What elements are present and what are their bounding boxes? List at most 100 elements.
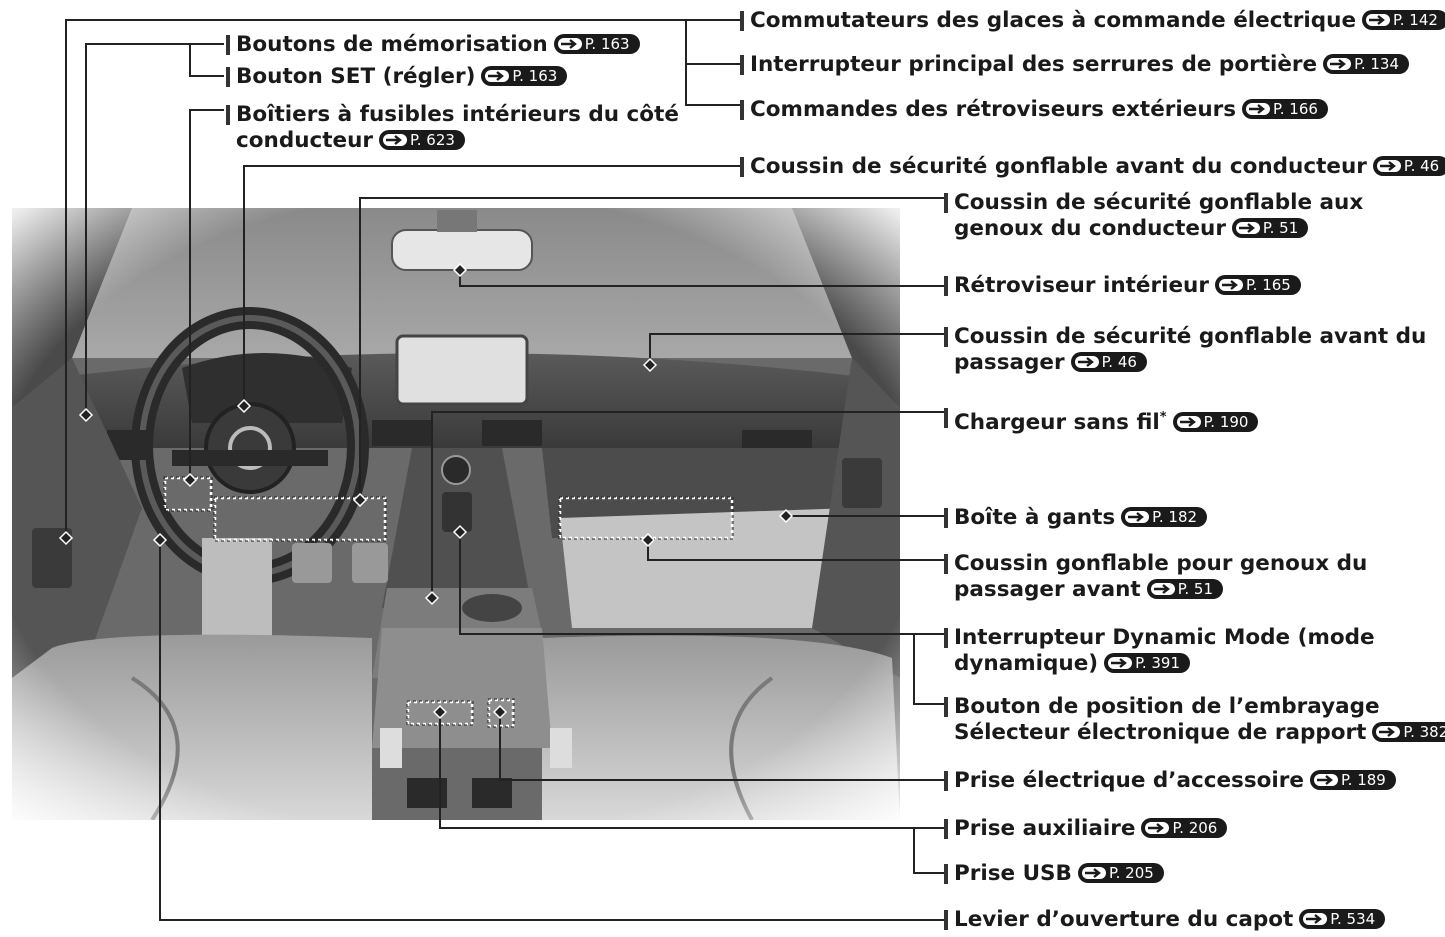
callout-text: Bouton SET (régler): [236, 64, 476, 89]
page-ref[interactable]: P. 382: [1372, 722, 1445, 742]
callout-text: Commandes des rétroviseurs extérieurs: [750, 97, 1237, 122]
page-ref[interactable]: P. 189: [1309, 770, 1396, 790]
page-ref-text: P. 51: [1177, 580, 1214, 598]
page-ref[interactable]: P. 163: [553, 34, 640, 54]
page-ref-text: P. 182: [1152, 508, 1198, 526]
page-ref[interactable]: P. 46: [1372, 156, 1445, 176]
page-ref-text: P. 190: [1203, 413, 1249, 431]
callout-line1: Coussin gonflable pour genoux du: [954, 551, 1368, 576]
arrow-right-icon: [383, 134, 408, 146]
page-ref[interactable]: P. 142: [1362, 10, 1445, 30]
dashboard-photo: [12, 208, 900, 820]
callout-text: Boutons de mémorisation: [236, 32, 548, 57]
page-ref-text: P. 165: [1245, 276, 1291, 294]
page-ref-text: P. 166: [1273, 100, 1318, 118]
arrow-right-icon: [1150, 583, 1175, 595]
arrow-right-icon: [1313, 774, 1338, 786]
callout-mirror-controls: Commandes des rétroviseurs extérieurs P. …: [740, 97, 1328, 123]
page-ref[interactable]: P. 166: [1242, 99, 1328, 119]
callout-text: Commutateurs des glaces à commande élect…: [750, 8, 1357, 33]
callout-line1: Coussin de sécurité gonflable avant du: [954, 324, 1427, 349]
arrow-right-icon: [1074, 356, 1099, 368]
callout-aux-jack: Prise auxiliaire P. 206: [944, 816, 1228, 842]
callout-line1: Interrupteur Dynamic Mode (mode: [954, 625, 1375, 650]
page-ref-text: P. 206: [1172, 819, 1218, 837]
callout-accessory-socket: Prise électrique d’accessoire P. 189: [944, 768, 1396, 794]
page-ref-text: P. 163: [512, 67, 558, 85]
page-ref-text: P. 142: [1393, 11, 1438, 29]
arrow-right-icon: [1376, 726, 1401, 738]
callout-text: Rétroviseur intérieur: [954, 273, 1209, 298]
arrow-right-icon: [1303, 913, 1328, 925]
page-ref[interactable]: P. 206: [1141, 818, 1228, 838]
callout-dynamic-mode: Interrupteur Dynamic Mode (mode dynamiqu…: [944, 625, 1375, 677]
page-ref-text: P. 51: [1262, 219, 1299, 237]
page-ref[interactable]: P. 534: [1299, 909, 1386, 929]
arrow-right-icon: [1246, 103, 1271, 115]
callout-text: Chargeur sans fil: [954, 410, 1160, 435]
page-ref-text: P. 623: [410, 131, 455, 149]
page-ref[interactable]: P. 51: [1146, 579, 1224, 599]
callout-driver-knee-airbag: Coussin de sécurité gonflable aux genoux…: [944, 190, 1363, 242]
callout-memory-buttons: Boutons de mémorisation P. 163: [226, 32, 640, 58]
page-ref-text: P. 134: [1354, 55, 1399, 73]
arrow-right-icon: [1176, 416, 1201, 428]
callout-text: Prise électrique d’accessoire: [954, 768, 1304, 793]
callout-driver-airbag: Coussin de sécurité gonflable avant du c…: [740, 154, 1445, 180]
callout-window-switches: Commutateurs des glaces à commande élect…: [740, 8, 1445, 34]
callout-line2: dynamique): [954, 651, 1099, 676]
page-ref-text: P. 382: [1403, 723, 1445, 741]
arrow-right-icon: [1125, 511, 1150, 523]
arrow-right-icon: [485, 70, 510, 82]
callout-text: Boîte à gants: [954, 505, 1116, 530]
callout-text: Prise auxiliaire: [954, 816, 1136, 841]
arrow-right-icon: [1366, 14, 1391, 26]
page-ref[interactable]: P. 51: [1231, 218, 1309, 238]
callout-text: Prise USB: [954, 861, 1072, 886]
callout-set-button: Bouton SET (régler) P. 163: [226, 64, 568, 90]
page-ref-text: P. 46: [1101, 353, 1137, 371]
callout-line1: Boîtiers à fusibles intérieurs du côté: [236, 102, 679, 127]
arrow-right-icon: [1145, 822, 1170, 834]
page-ref[interactable]: P. 182: [1121, 507, 1208, 527]
page-ref-text: P. 391: [1135, 654, 1180, 672]
page-ref-text: P. 189: [1340, 771, 1386, 789]
callout-wireless-charger: Chargeur sans fil* P. 190: [944, 405, 1259, 436]
callout-line2: passager avant: [954, 577, 1141, 602]
callout-glove-box: Boîte à gants P. 182: [944, 505, 1208, 531]
callout-line1: Coussin de sécurité gonflable aux: [954, 190, 1364, 215]
callout-usb-port: Prise USB P. 205: [944, 861, 1164, 887]
arrow-right-icon: [1081, 867, 1106, 879]
callout-line2: conducteur: [236, 128, 374, 153]
page-ref[interactable]: P. 391: [1104, 653, 1190, 673]
callout-text: Interrupteur principal des serrures de p…: [750, 52, 1318, 77]
page-ref[interactable]: P. 165: [1214, 275, 1301, 295]
callout-text: Levier d’ouverture du capot: [954, 907, 1294, 932]
page-ref[interactable]: P. 163: [481, 66, 568, 86]
page-ref-text: P. 205: [1108, 864, 1154, 882]
page-ref-text: P. 534: [1330, 910, 1376, 928]
arrow-right-icon: [1108, 657, 1133, 669]
page-ref[interactable]: P. 205: [1077, 863, 1164, 883]
callout-line1: Bouton de position de l’embrayage: [954, 694, 1380, 719]
callout-text: Coussin de sécurité gonflable avant du c…: [750, 154, 1367, 179]
callout-line2: Sélecteur électronique de rapport: [954, 720, 1367, 745]
page-ref-text: P. 163: [584, 35, 630, 53]
arrow-right-icon: [1376, 160, 1401, 172]
page-ref[interactable]: P. 623: [379, 130, 465, 150]
callout-shift-position: Bouton de position de l’embrayage Sélect…: [944, 694, 1445, 746]
arrow-right-icon: [1235, 222, 1260, 234]
arrow-right-icon: [1218, 279, 1243, 291]
page-ref[interactable]: P. 46: [1070, 352, 1147, 372]
callout-passenger-airbag: Coussin de sécurité gonflable avant du p…: [944, 324, 1426, 376]
footnote-mark: *: [1159, 410, 1167, 425]
callout-line2: passager: [954, 350, 1065, 375]
callout-door-lock-master: Interrupteur principal des serrures de p…: [740, 52, 1409, 78]
page-ref[interactable]: P. 190: [1172, 412, 1259, 432]
page-ref[interactable]: P. 134: [1323, 54, 1409, 74]
callout-line2: genoux du conducteur: [954, 216, 1226, 241]
arrow-right-icon: [1327, 58, 1352, 70]
callout-rearview-mirror: Rétroviseur intérieur P. 165: [944, 273, 1301, 299]
